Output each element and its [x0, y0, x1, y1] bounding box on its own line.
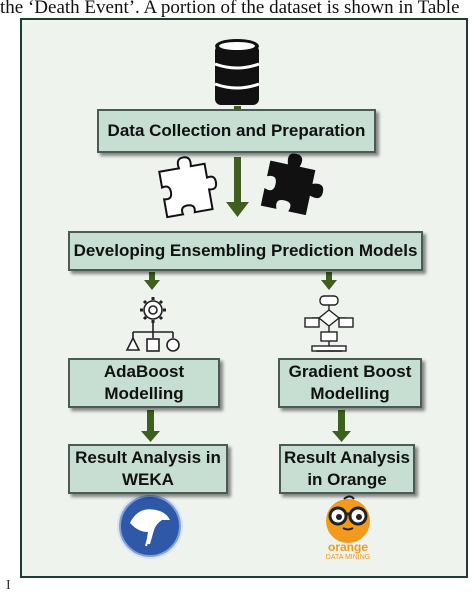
puzzle-outline-icon — [158, 156, 218, 219]
step-data-collection-label: Data Collection and Preparation — [107, 121, 366, 140]
arrow-step1-to-step2 — [226, 157, 249, 217]
result-analysis-weka: Result Analysis in WEKA — [68, 444, 228, 494]
gradient-boost-label-line1: Gradient Boost — [288, 362, 412, 381]
result-orange-line1: Result Analysis — [284, 448, 410, 467]
gradient-boost-modelling: Gradient Boost Modelling — [278, 358, 422, 408]
orange-logo-icon — [326, 495, 370, 543]
side-mark: I — [6, 578, 11, 593]
arrow-step2-to-right — [321, 272, 337, 290]
step-developing-models: Developing Ensembling Prediction Models — [68, 231, 423, 271]
step-developing-models-label: Developing Ensembling Prediction Models — [73, 241, 418, 260]
flowchart-icon — [304, 295, 354, 352]
adaboost-label-line1: AdaBoost — [103, 362, 185, 381]
arrow-step2-to-left — [144, 272, 160, 290]
gradient-boost-label-line2: Modelling — [310, 384, 390, 403]
step-data-collection: Data Collection and Preparation — [97, 109, 376, 153]
result-analysis-orange: Result Analysis in Orange — [279, 444, 415, 494]
result-weka-line2: WEKA — [122, 470, 174, 489]
result-weka-line1: Result Analysis in — [75, 448, 221, 467]
arrow-right-model-to-result — [332, 410, 351, 442]
result-orange-line2: in Orange — [307, 470, 387, 489]
puzzle-solid-icon — [260, 153, 324, 216]
header-text: the ‘Death Event’. A portion of the data… — [0, 0, 460, 18]
gear-flow-icon — [125, 297, 180, 352]
adaboost-label-line2: Modelling — [104, 384, 184, 403]
weka-logo-icon — [117, 493, 183, 559]
database-icon — [214, 39, 260, 105]
adaboost-modelling: AdaBoost Modelling — [68, 358, 220, 408]
arrow-left-model-to-result — [141, 410, 160, 442]
orange-logo-subtext: DATA MINING — [325, 554, 371, 561]
orange-logo-text: orange — [327, 540, 368, 554]
